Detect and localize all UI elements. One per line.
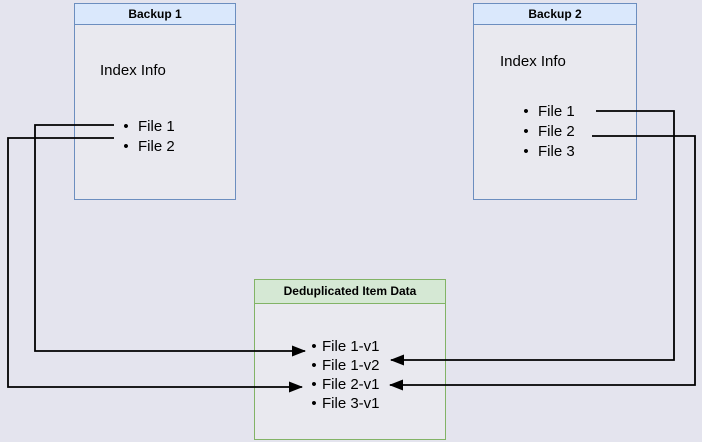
file-label: File 1 (138, 117, 175, 135)
backup2-box: Backup 2 Index Info • File 1 • File 2 • … (473, 3, 637, 200)
bullet-icon: • (523, 102, 529, 120)
list-item: • File 1 (520, 101, 575, 121)
list-item: • File 2 (520, 121, 575, 141)
dedup-item-label: File 2-v1 (322, 376, 380, 393)
backup1-file-list: • File 1 • File 2 (120, 116, 175, 156)
backup2-title: Backup 2 (474, 4, 636, 25)
list-item: • File 2-v1 (308, 375, 380, 394)
list-item: • File 1-v2 (308, 356, 380, 375)
bullet-icon: • (311, 395, 317, 412)
dedup-item-label: File 1-v2 (322, 357, 380, 374)
list-item: • File 2 (120, 136, 175, 156)
bullet-icon: • (311, 357, 317, 374)
list-item: • File 1 (120, 116, 175, 136)
backup1-index-info-label: Index Info (100, 62, 166, 79)
file-label: File 2 (538, 122, 575, 140)
backup1-box: Backup 1 Index Info • File 1 • File 2 (74, 3, 236, 200)
bullet-icon: • (123, 117, 129, 135)
file-label: File 3 (538, 142, 575, 160)
dedup-item-list: • File 1-v1 • File 1-v2 • File 2-v1 • Fi… (308, 337, 380, 413)
list-item: • File 1-v1 (308, 337, 380, 356)
list-item: • File 3-v1 (308, 394, 380, 413)
backup2-index-info-label: Index Info (500, 53, 566, 70)
file-label: File 1 (538, 102, 575, 120)
file-label: File 2 (138, 137, 175, 155)
dedup-item-label: File 1-v1 (322, 338, 380, 355)
backup2-file-list: • File 1 • File 2 • File 3 (520, 101, 575, 161)
bullet-icon: • (123, 137, 129, 155)
bullet-icon: • (311, 338, 317, 355)
bullet-icon: • (523, 122, 529, 140)
dedup-item-label: File 3-v1 (322, 395, 380, 412)
list-item: • File 3 (520, 141, 575, 161)
dedup-box: Deduplicated Item Data • File 1-v1 • Fil… (254, 279, 446, 440)
backup1-title: Backup 1 (75, 4, 235, 25)
bullet-icon: • (311, 376, 317, 393)
dedup-title: Deduplicated Item Data (255, 280, 445, 304)
bullet-icon: • (523, 142, 529, 160)
